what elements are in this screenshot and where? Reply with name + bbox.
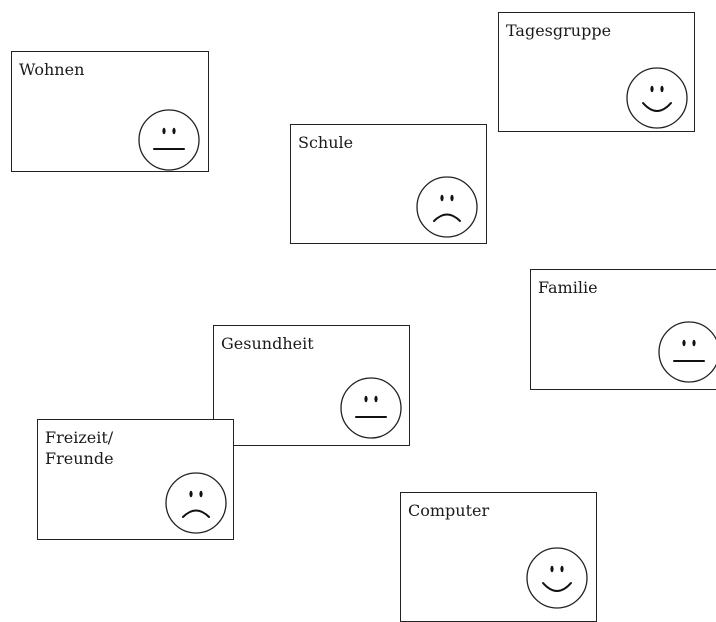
face-eye: [650, 85, 654, 93]
card-familie: Familie: [530, 269, 716, 390]
face-outline: [416, 176, 478, 238]
card-label: Familie: [538, 278, 598, 297]
face-eye: [364, 395, 368, 403]
neutral-face-icon: [658, 321, 716, 383]
face-eye: [550, 565, 554, 573]
face-eye: [162, 127, 166, 135]
card-label: Wohnen: [19, 60, 85, 79]
neutral-face-icon: [138, 109, 200, 171]
face-eye: [172, 127, 176, 135]
sad-face-icon: [165, 472, 227, 534]
face-outline: [340, 377, 402, 439]
face-eye: [450, 194, 454, 202]
happy-face-icon: [526, 547, 588, 609]
neutral-face-icon: [340, 377, 402, 439]
face-outline: [526, 547, 588, 609]
face-eye: [440, 194, 444, 202]
face-mouth: [542, 582, 572, 592]
card-gesundheit: Gesundheit: [213, 325, 410, 446]
card-label: Tagesgruppe: [506, 21, 612, 40]
face-outline: [138, 109, 200, 171]
face-eye: [692, 339, 696, 347]
card-schule: Schule: [290, 124, 487, 244]
card-wohnen: Wohnen: [11, 51, 209, 172]
face-outline: [165, 472, 227, 534]
card-tagesgruppe: Tagesgruppe: [498, 12, 695, 132]
face-eye: [560, 565, 564, 573]
card-label: Computer: [408, 501, 490, 520]
face-mouth: [642, 102, 672, 112]
sad-face-icon: [416, 176, 478, 238]
card-label: Freizeit/ Freunde: [45, 428, 114, 468]
face-eye: [660, 85, 664, 93]
face-mouth: [433, 213, 461, 222]
face-eye: [374, 395, 378, 403]
face-mouth: [182, 509, 210, 518]
card-label: Schule: [298, 133, 354, 152]
card-computer: Computer: [400, 492, 597, 622]
face-eye: [189, 490, 193, 498]
card-label: Gesundheit: [221, 334, 314, 353]
face-eye: [199, 490, 203, 498]
face-outline: [626, 67, 688, 129]
card-freizeit-freunde: Freizeit/ Freunde: [37, 419, 234, 540]
face-outline: [658, 321, 716, 383]
face-eye: [682, 339, 686, 347]
happy-face-icon: [626, 67, 688, 129]
